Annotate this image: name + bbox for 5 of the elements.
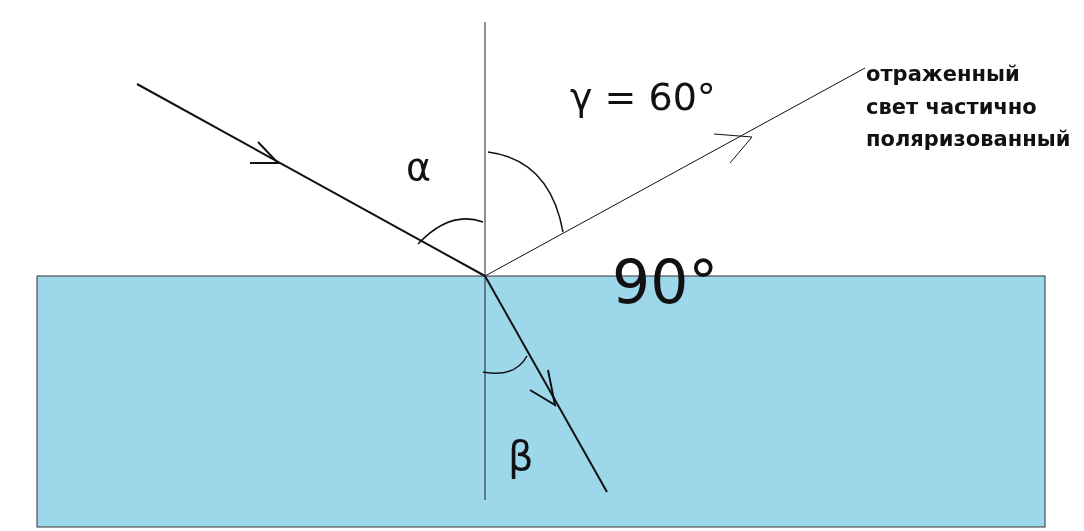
angle-label: β [508, 432, 535, 481]
angle-label: γ = 60° [570, 74, 717, 121]
caption-text: отраженный свет частично поляризованный [866, 61, 1072, 154]
angle-label: α [406, 144, 433, 191]
angle-label: 90° [612, 246, 720, 319]
